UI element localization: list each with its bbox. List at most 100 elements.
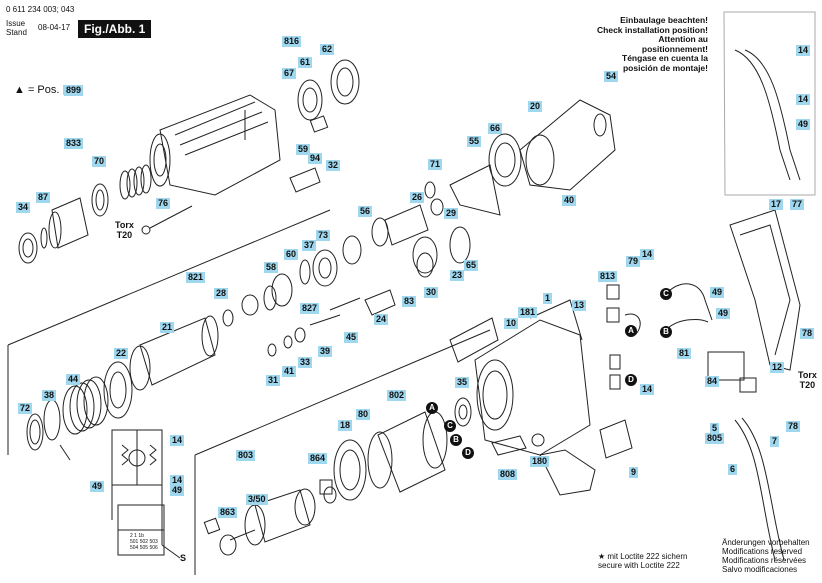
part-label-864: 864 xyxy=(308,453,328,464)
marker-b: B xyxy=(450,434,462,446)
part-label-802: 802 xyxy=(387,390,407,401)
issue-date: 08-04-17 xyxy=(38,23,71,32)
part-label-6: 6 xyxy=(728,464,738,475)
part-label-14-mid: 14 xyxy=(796,94,811,105)
part-label-77: 77 xyxy=(790,199,805,210)
part-label-49-mid: 49 xyxy=(710,287,725,298)
part-label-21: 21 xyxy=(160,322,175,333)
modifications-note: Änderungen vorbehalten Modifications res… xyxy=(722,538,810,574)
part-label-7: 7 xyxy=(770,436,780,447)
part-label-813: 813 xyxy=(598,271,618,282)
part-label-24: 24 xyxy=(374,314,389,325)
part-label-14-a: 14 xyxy=(640,249,655,260)
part-label-5: 5 xyxy=(710,423,720,434)
part-label-81: 81 xyxy=(677,348,692,359)
part-label-20: 20 xyxy=(528,101,543,112)
part-label-899-legend: 899 xyxy=(64,85,84,96)
marker-c-right: C xyxy=(660,288,672,300)
part-label-65: 65 xyxy=(464,260,479,271)
marker-a: A xyxy=(426,402,438,414)
part-label-3-50: 3/50 xyxy=(246,494,268,505)
part-label-14-top: 14 xyxy=(796,45,811,56)
part-label-14-schematic-a: 14 xyxy=(170,435,185,446)
part-label-49-schematic-a: 49 xyxy=(170,485,185,496)
part-label-12: 12 xyxy=(770,362,785,373)
stand-label: Stand xyxy=(6,28,27,37)
part-label-58: 58 xyxy=(264,262,279,273)
legend-triangle-icon: ▲ xyxy=(14,84,25,96)
part-label-73: 73 xyxy=(316,230,331,241)
part-label-49-schematic-b: 49 xyxy=(90,481,105,492)
part-label-60: 60 xyxy=(284,249,299,260)
part-label-79: 79 xyxy=(626,256,641,267)
part-label-76: 76 xyxy=(156,198,171,209)
part-label-30: 30 xyxy=(424,287,439,298)
loctite-note: ★ mit Loctite 222 sichern secure with Lo… xyxy=(598,552,688,570)
part-label-17: 17 xyxy=(769,199,784,210)
part-label-67: 67 xyxy=(282,68,297,79)
part-label-54: 54 xyxy=(604,71,619,82)
part-label-49-top: 49 xyxy=(796,119,811,130)
part-label-804: 84 xyxy=(705,376,720,387)
part-label-66: 66 xyxy=(488,123,503,134)
issue-label: Issue xyxy=(6,19,26,28)
part-label-55: 55 xyxy=(467,136,482,147)
part-label-29: 29 xyxy=(444,208,459,219)
part-label-803: 803 xyxy=(236,450,256,461)
part-label-45: 45 xyxy=(344,332,359,343)
part-label-56: 56 xyxy=(358,206,373,217)
part-label-9: 9 xyxy=(629,467,639,478)
part-label-41: 41 xyxy=(282,366,297,377)
part-label-808: 808 xyxy=(498,469,518,480)
part-label-32: 32 xyxy=(326,160,341,171)
torx-label-left: Torx T20 xyxy=(115,220,134,240)
part-label-87: 87 xyxy=(36,192,51,203)
marker-b-right: B xyxy=(660,326,672,338)
part-label-31: 31 xyxy=(266,375,281,386)
part-label-863: 863 xyxy=(218,507,238,518)
part-label-22: 22 xyxy=(114,348,129,359)
part-label-23: 23 xyxy=(450,270,465,281)
wiring-block-labels: 2 1 1b 501 502 503 504 505 506 xyxy=(130,533,158,551)
marker-c: C xyxy=(444,420,456,432)
part-label-821: 821 xyxy=(186,272,206,283)
install-note: Einbaulage beachten! Check installation … xyxy=(597,15,708,73)
legend-text: = Pos. xyxy=(27,84,60,96)
part-label-181: 181 xyxy=(518,307,538,318)
part-label-28: 28 xyxy=(214,288,229,299)
switch-s-label: S xyxy=(180,553,187,563)
part-label-1: 1 xyxy=(543,293,553,304)
part-label-33: 33 xyxy=(298,357,313,368)
part-label-14-b: 14 xyxy=(640,384,655,395)
part-label-827: 827 xyxy=(300,303,320,314)
part-label-40: 40 xyxy=(562,195,577,206)
part-label-70: 70 xyxy=(92,156,107,167)
part-label-94: 94 xyxy=(308,153,323,164)
part-label-38: 38 xyxy=(42,390,57,401)
part-label-833: 833 xyxy=(64,138,84,149)
part-label-35: 35 xyxy=(455,377,470,388)
part-label-61: 61 xyxy=(298,57,313,68)
document-number: 0 611 234 003; 043 xyxy=(6,5,75,14)
part-label-26: 26 xyxy=(410,192,425,203)
part-label-59: 59 xyxy=(296,144,311,155)
part-label-816: 816 xyxy=(282,36,302,47)
part-label-71: 71 xyxy=(428,159,443,170)
part-label-37: 37 xyxy=(302,240,317,251)
marker-d-right: D xyxy=(625,374,637,386)
part-label-805: 805 xyxy=(705,433,725,444)
figure-title: Fig./Abb. 1 xyxy=(78,20,152,38)
part-label-10: 10 xyxy=(504,318,519,329)
marker-d: D xyxy=(462,447,474,459)
part-label-49-low: 49 xyxy=(716,308,731,319)
torx-label-right: Torx T20 xyxy=(798,370,817,390)
part-label-39: 39 xyxy=(318,346,333,357)
part-label-72: 72 xyxy=(18,403,33,414)
part-label-34: 34 xyxy=(16,202,31,213)
part-label-44: 44 xyxy=(66,374,81,385)
part-label-14-schematic-b: 14 xyxy=(170,475,185,486)
part-label-83: 83 xyxy=(402,296,417,307)
part-label-62: 62 xyxy=(320,44,335,55)
part-label-78-b: 78 xyxy=(786,421,801,432)
